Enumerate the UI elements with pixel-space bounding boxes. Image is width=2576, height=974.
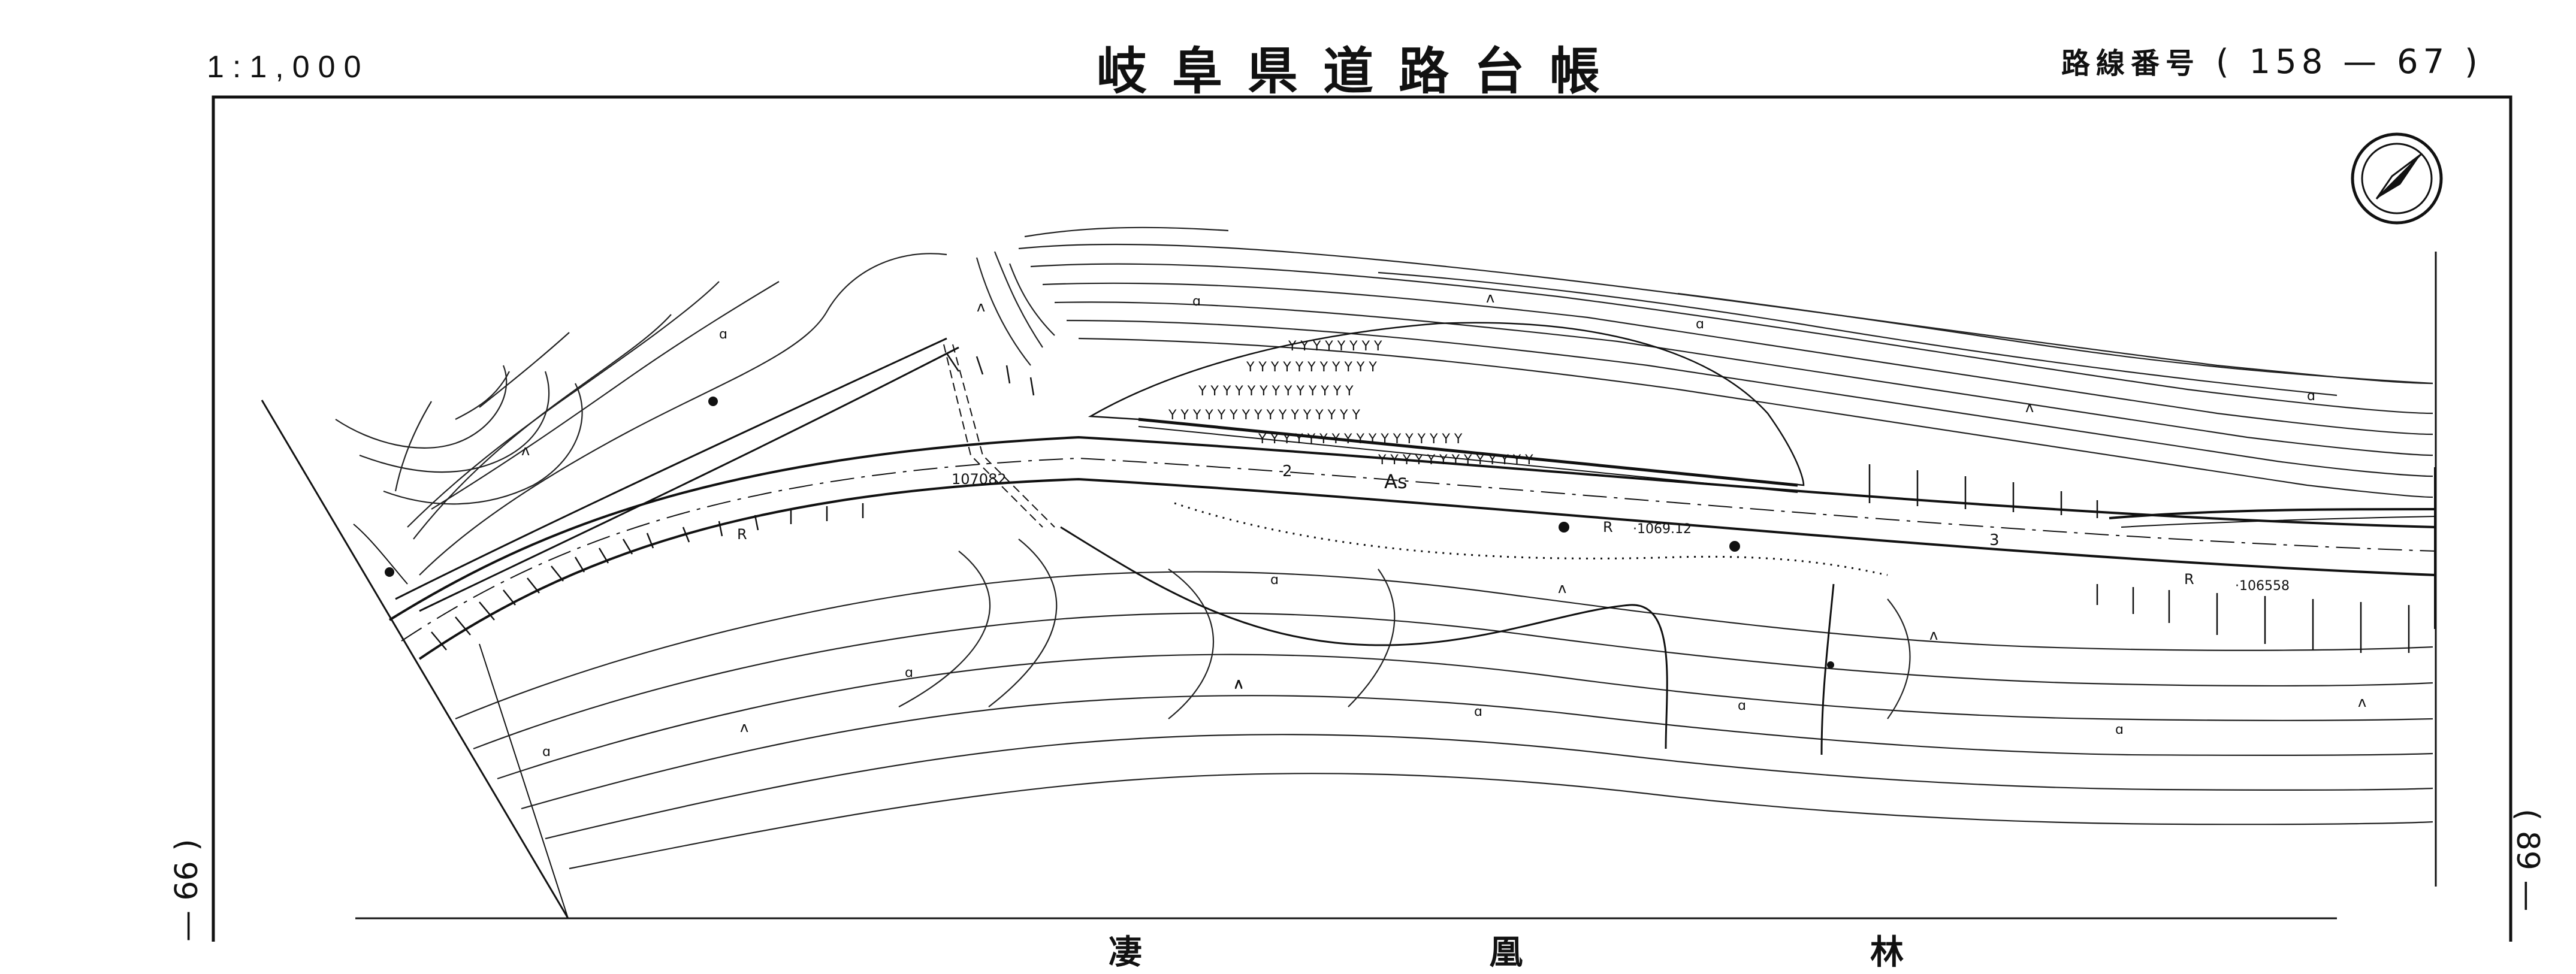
svg-text:Y Y Y Y Y Y Y Y: Y Y Y Y Y Y Y Y (1288, 339, 1382, 354)
vegetation-symbol-6: ɑ (2307, 389, 2315, 404)
edge-marker-3: R (2184, 571, 2194, 588)
vegetation-symbol-2: ɑ (1192, 294, 1201, 309)
elevation-1: 107082 (952, 471, 1007, 488)
contour-lines-left (335, 253, 947, 576)
road-surface-label: As (1384, 470, 1408, 493)
svg-text:Y Y Y Y Y Y Y Y Y Y Y: Y Y Y Y Y Y Y Y Y Y Y (1246, 360, 1377, 375)
station-label-2: 2 (1282, 462, 1292, 480)
vegetation-symbol-12: ɑ (1270, 573, 1279, 588)
road-ledger-map: Y Y Y Y Y Y Y Y Y Y Y Y Y Y Y Y Y Y Y Y … (212, 95, 2512, 942)
north-arrow-icon (2351, 132, 2443, 225)
route-number: 路線番号 ( 158 — 67 ) (2061, 40, 2483, 81)
elevation-2: ·1069.12 (1633, 522, 1692, 537)
map-frame (212, 95, 2512, 942)
vegetation-symbol-18: ɑ (1474, 704, 1482, 719)
vegetation-symbol-7: ʌ (521, 442, 530, 459)
vegetation-symbol-5: ʌ (2025, 399, 2034, 416)
vegetation-symbol-11: ʌ (1558, 580, 1566, 597)
boundary-lines (353, 344, 1888, 755)
vegetation-pattern: Y Y Y Y Y Y Y Y Y Y Y Y Y Y Y Y Y Y Y Y … (1168, 339, 1533, 468)
vegetation-symbol-13: ʌ (1234, 676, 1243, 692)
vegetation-symbol-4: ɑ (1696, 317, 1704, 332)
vegetation-symbol-19: ɑ (1738, 698, 1746, 713)
vegetation-symbol-9: ʌ (740, 719, 748, 736)
vegetation-symbol-17: ʌ (2358, 694, 2366, 710)
vegetation-area (1088, 322, 1805, 486)
vegetation-symbol-3: ʌ (1486, 289, 1494, 306)
svg-text:Y Y Y Y Y Y Y Y Y Y Y Y Y Y Y: Y Y Y Y Y Y Y Y Y Y Y Y Y Y Y Y (1168, 408, 1360, 423)
vegetation-symbol-1: ʌ (977, 298, 985, 315)
map-scale: 1:1,000 (207, 50, 370, 84)
contour-lines-upper (976, 226, 2433, 498)
sheet-title: 岐阜県道路台帳 (1097, 42, 1626, 101)
vegetation-symbol-20: ʌ (1234, 674, 1243, 691)
survey-points (385, 397, 1834, 669)
edge-marker-2: R (1603, 519, 1613, 536)
route-number-value: ( 158 — 67 ) (2215, 43, 2483, 81)
road-alignment (388, 337, 2436, 660)
vegetation-symbol-16: ɑ (2115, 722, 2124, 737)
edge-marker-1: R (737, 526, 747, 543)
vegetation-symbol-8: ɑ (719, 327, 727, 342)
vegetation-symbol-14: ɑ (905, 666, 913, 680)
embankment-marks (431, 353, 2410, 653)
map-labels: As 2 3 107082 ·1069.12 ·106558 R R R ʌ ɑ… (521, 289, 2366, 760)
bottom-text: 凄 凰 林 (1109, 933, 2071, 972)
contour-lines-lower (455, 539, 2433, 870)
vegetation-symbol-15: ʌ (1929, 627, 1938, 643)
station-label-3: 3 (1989, 531, 2000, 549)
svg-text:Y Y Y Y Y Y Y Y Y Y Y Y Y: Y Y Y Y Y Y Y Y Y Y Y Y Y (1198, 384, 1354, 399)
elevation-3: ·106558 (2235, 579, 2290, 594)
vegetation-symbol-10: ɑ (542, 745, 551, 760)
route-number-label: 路線番号 (2061, 47, 2201, 80)
